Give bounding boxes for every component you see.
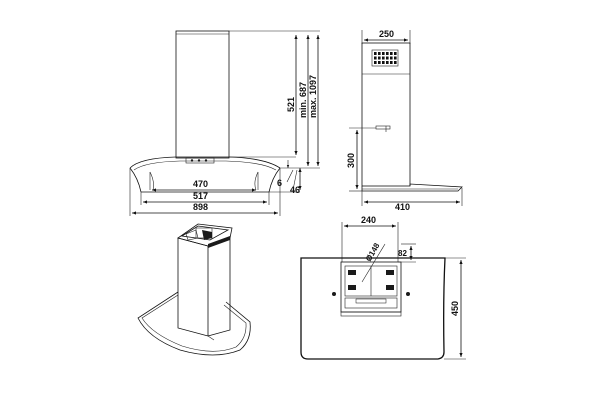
vent-slot xyxy=(374,52,377,55)
vent-slot xyxy=(378,61,381,64)
glass-depth-label: 450 xyxy=(450,301,460,316)
mount-height-label: 300 xyxy=(346,153,356,168)
top-glass xyxy=(300,257,446,360)
perspective-chimney xyxy=(177,237,209,337)
perspective-glass xyxy=(137,291,251,356)
vent-slot xyxy=(390,61,393,64)
front-canopy xyxy=(129,156,281,169)
outlet-offset-label: 82 xyxy=(398,249,407,258)
vent-slot xyxy=(386,52,389,55)
front-view: 521 min. 687 max. 1097 6 46 470 517 898 xyxy=(129,30,320,216)
vent-slot xyxy=(394,61,397,64)
width-total-label: 898 xyxy=(193,202,208,212)
canopy-depth-label: 46 xyxy=(290,185,300,195)
vent-slot xyxy=(374,61,377,64)
hood-depth-label: 410 xyxy=(395,202,410,212)
vent-grille xyxy=(371,49,399,67)
vent-slot xyxy=(382,61,385,64)
vent-slot xyxy=(378,56,381,60)
max-height-label: max. 1097 xyxy=(308,75,318,118)
width-mid-label: 517 xyxy=(193,191,208,201)
min-height-label: min. 687 xyxy=(298,82,308,118)
perspective-view xyxy=(137,223,251,356)
top-view: 240 Ø148 82 450 xyxy=(300,215,466,360)
vent-slot xyxy=(386,56,389,60)
vent-slot xyxy=(374,56,377,60)
side-chimney xyxy=(361,42,411,187)
vent-slot xyxy=(390,56,393,60)
glass-thickness-label: 6 xyxy=(277,178,282,188)
wall-bracket xyxy=(375,125,391,130)
chimney-height-label: 521 xyxy=(286,97,296,112)
vent-slot xyxy=(390,52,393,55)
outlet-diameter-label: Ø148 xyxy=(364,241,382,263)
vent-slot xyxy=(382,52,385,55)
front-control-panel xyxy=(185,157,215,164)
chimney-depth-label: 250 xyxy=(379,29,394,39)
width-inner-label: 470 xyxy=(193,179,208,189)
vent-slot xyxy=(378,52,381,55)
side-hood xyxy=(361,183,463,192)
vent-slot xyxy=(386,61,389,64)
front-chimney xyxy=(175,30,230,159)
vent-slot xyxy=(382,56,385,60)
vent-slot xyxy=(394,52,397,55)
chimney-width-label: 240 xyxy=(361,215,376,225)
vent-slot xyxy=(394,56,397,60)
side-view: 250 300 410 xyxy=(346,29,463,212)
